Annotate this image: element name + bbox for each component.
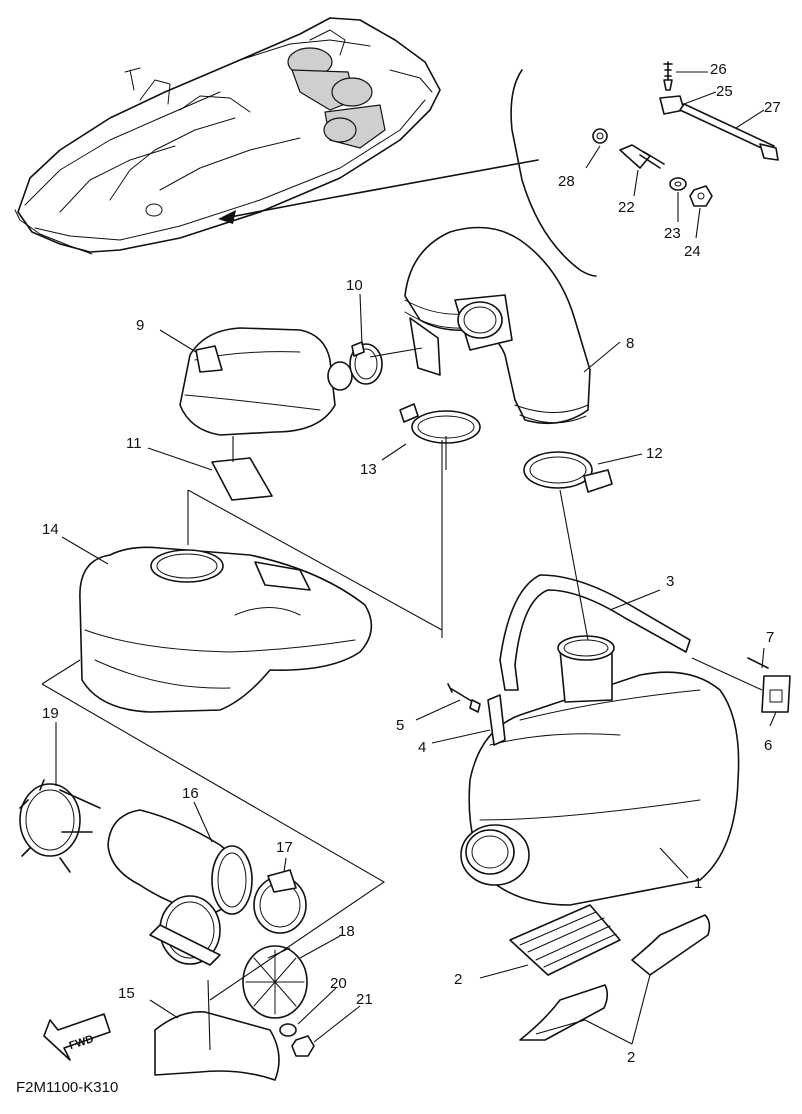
callout-18: 18 [338,923,355,940]
callout-11: 11 [126,435,142,452]
assembly-lines [41,347,763,1051]
callout-19: 19 [42,705,59,722]
callout-7: 7 [766,629,774,646]
rubber-pads [509,904,711,1041]
callout-24: 24 [684,243,701,260]
callout-25: 25 [716,83,733,100]
callout-6: 6 [764,737,772,754]
diagram-code: F2M1100-K310 [16,1079,118,1096]
callout-13: 13 [360,461,377,478]
callout-12: 12 [646,445,663,462]
intake-silencer-upper [179,327,383,501]
callout-4: 4 [418,739,426,756]
intake-duct [404,226,591,425]
watercraft-overview [14,17,441,255]
callout-14: 14 [42,521,59,538]
callout-22: 22 [618,199,635,216]
hardware-parts [592,61,779,207]
callout-8: 8 [626,335,634,352]
detail-bracket [510,69,597,277]
callout-1: 1 [694,875,702,892]
fwd-arrow-icon: FWD [43,1013,111,1061]
callout-9: 9 [136,317,144,334]
callout-21: 21 [356,991,373,1008]
callout-5: 5 [396,717,404,734]
main-silencer [447,574,791,906]
callout-28: 28 [558,173,575,190]
callout-23: 23 [664,225,681,242]
callout-2b: 2 [627,1049,635,1066]
callout-3: 3 [666,573,674,590]
lower-duct-assembly [19,779,315,1081]
callout-15: 15 [118,985,135,1002]
hose-clamps [399,403,613,493]
detail-pointer-arrow [224,159,539,219]
callout-26: 26 [710,61,727,78]
callout-10: 10 [346,277,363,294]
air-box [79,546,373,713]
arrow-head-icon [218,210,236,224]
callout-27: 27 [764,99,781,116]
callout-labels: 1 2 2 3 4 5 6 7 8 9 10 11 12 13 14 15 16… [42,61,781,1066]
callout-20: 20 [330,975,347,992]
callout-16: 16 [182,785,199,802]
callout-leaders [55,71,777,1045]
callout-17: 17 [276,839,293,856]
callout-2a: 2 [454,971,462,988]
